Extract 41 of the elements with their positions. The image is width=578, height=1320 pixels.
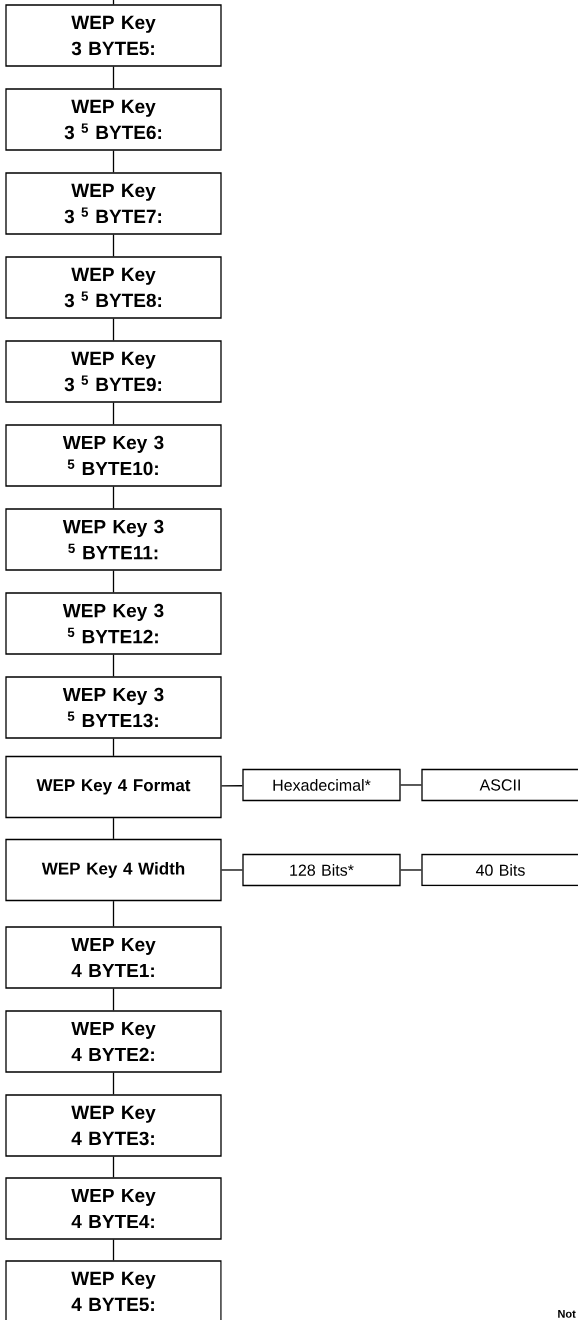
menu-box: WEP Key 3 $^{5}$ BYTE9:: [5, 340, 222, 403]
connector-line: [112, 988, 115, 1011]
connector-line: [112, 1156, 115, 1178]
connector-line: [112, 900, 115, 927]
menu-box: WEP Key 4 Width: [5, 838, 222, 902]
connector-line: [112, 1072, 115, 1095]
menu-box: WEP Key 3 $^{5}$ BYTE12:: [5, 592, 222, 655]
connector-line: [400, 784, 422, 786]
menu-box: WEP Key 3 $^{5}$ BYTE13:: [5, 676, 222, 739]
connector-line: [112, 486, 115, 509]
connector-line: [112, 318, 115, 341]
connector-line: [112, 66, 115, 89]
menu-box: WEP Key 4 BYTE4:: [5, 1177, 222, 1240]
connector-line: [112, 570, 115, 593]
menu-box: WEP Key 4 BYTE1:: [5, 926, 222, 989]
connector-line: [221, 785, 243, 787]
menu-box: WEP Key 3 $^{5}$ BYTE11:: [5, 508, 222, 571]
menu-box: WEP Key 4 BYTE5:: [5, 1260, 222, 1320]
connector-line: [400, 869, 422, 871]
connector-line: [112, 150, 115, 173]
note-text: Not: [558, 1310, 576, 1318]
menu-box: WEP Key 3 BYTE5:: [5, 4, 222, 67]
menu-box: WEP Key 4 BYTE2:: [5, 1010, 222, 1073]
menu-box: WEP Key 3 $^{5}$ BYTE10:: [5, 424, 222, 487]
menu-box: WEP Key 3 $^{5}$ BYTE8:: [5, 256, 222, 319]
connector-line: [112, 402, 115, 425]
option-box: Hexadecimal*: [242, 768, 401, 802]
menu-box: WEP Key 4 BYTE3:: [5, 1094, 222, 1157]
option-box: ASCII: [421, 768, 578, 802]
connector-line: [112, 1239, 115, 1261]
connector-line: [112, 234, 115, 257]
connector-line: [112, 0, 115, 5]
connector-line: [112, 654, 115, 677]
connector-line: [221, 869, 243, 871]
connector-line: [112, 738, 115, 757]
option-box: 128 Bits*: [242, 853, 401, 887]
connector-line: [112, 817, 115, 840]
option-box: 40 Bits: [421, 853, 578, 887]
menu-box: WEP Key 4 Format: [5, 755, 222, 819]
menu-box: WEP Key 3 $^{5}$ BYTE6:: [5, 88, 222, 151]
menu-box: WEP Key 3 $^{5}$ BYTE7:: [5, 172, 222, 235]
